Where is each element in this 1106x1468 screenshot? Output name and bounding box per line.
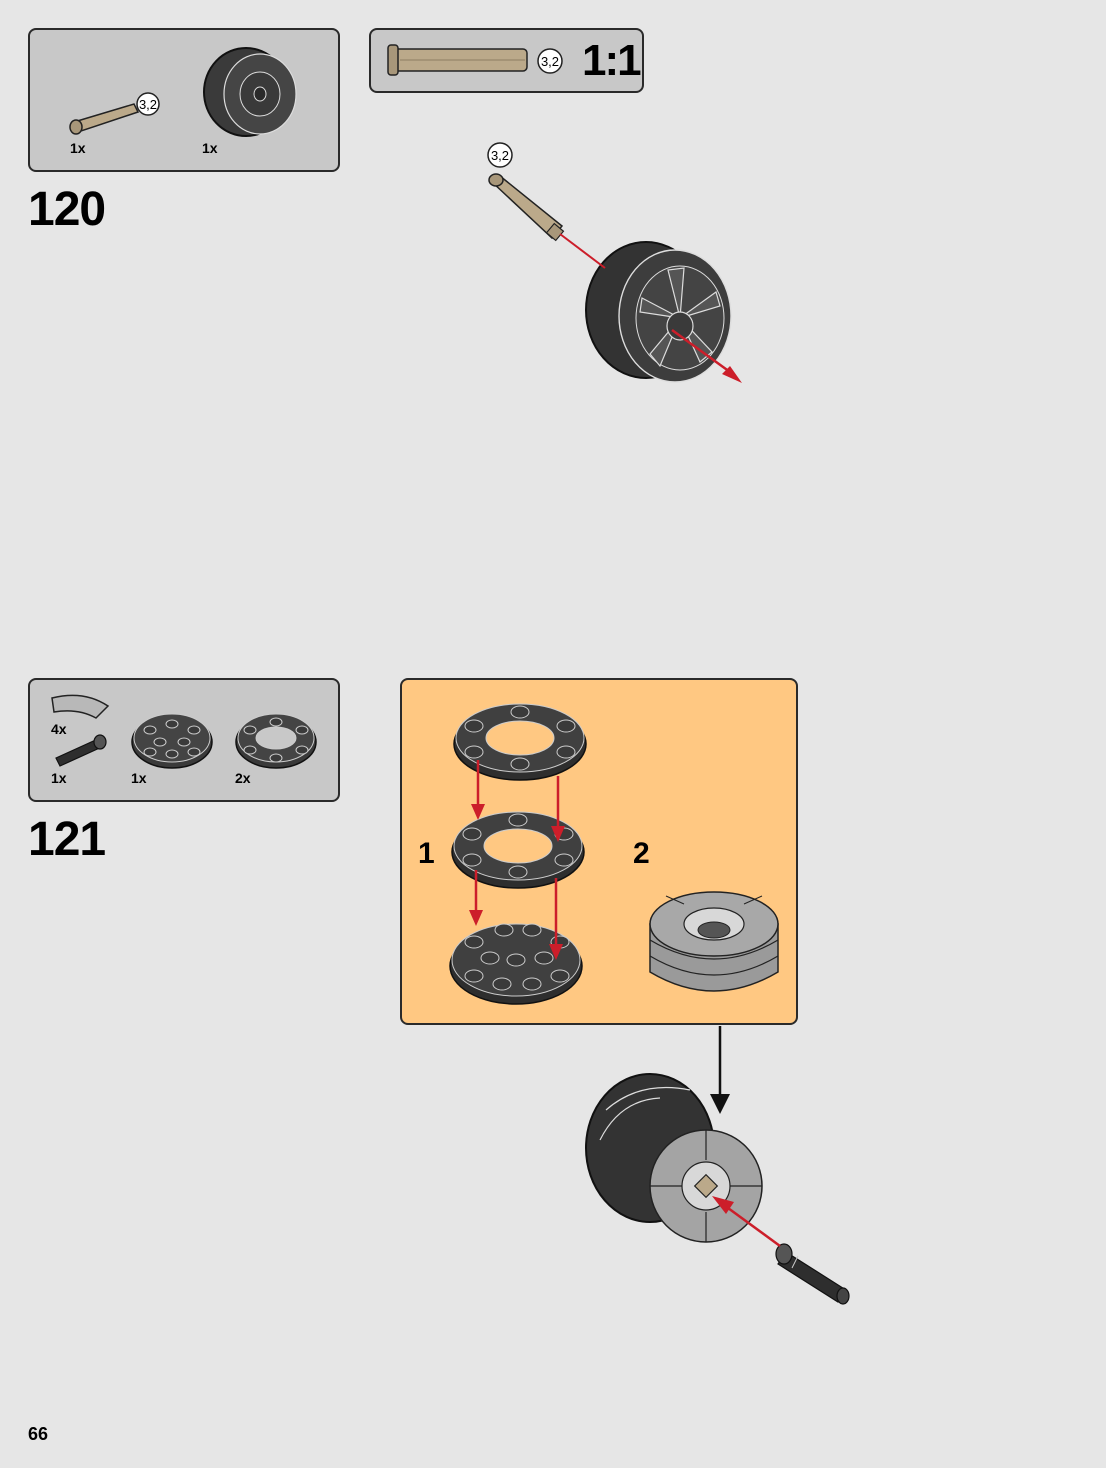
scale-badge: 3,2 [537, 48, 563, 74]
svg-text:3,2: 3,2 [139, 97, 157, 112]
substep-1-bottom-round-plate [449, 923, 583, 1005]
substep-1-top-ring-plate [453, 703, 587, 781]
svg-text:3,2: 3,2 [541, 54, 559, 69]
callout-axle-pin [55, 734, 107, 767]
part-qty-rim: 1x [202, 140, 218, 156]
page-number: 66 [28, 1424, 49, 1444]
main-axle-badge [487, 142, 513, 168]
part-qty-axle: 1x [70, 140, 86, 156]
part-qty-round-plate: 1x [131, 770, 147, 786]
svg-text:3,2: 3,2 [491, 148, 509, 163]
part-qty-axle-pin: 1x [51, 770, 67, 786]
part-qty-curved-tile: 4x [51, 721, 67, 737]
final-wheel-assembly [585, 1073, 763, 1243]
callout-round-plate [131, 713, 213, 769]
callout-axle-part [69, 103, 140, 135]
final-axle-pin [775, 1243, 850, 1305]
callout-wheel-rim [203, 47, 297, 137]
substep-1-arrows [469, 760, 565, 960]
substep-number-2: 2 [633, 837, 650, 870]
main-wheel-rim [585, 241, 732, 383]
step-number-121: 121 [28, 813, 106, 866]
insertion-arrow-121 [712, 1196, 781, 1248]
substep-2-tire-assembly [649, 891, 779, 992]
scale-axle-part [387, 44, 528, 76]
insertion-arrow-120 [559, 233, 742, 383]
scale-ratio: 1:1 [582, 36, 642, 85]
callout-axle-badge: 3,2 [136, 92, 160, 116]
connector-arrow [710, 1026, 730, 1114]
callout-ring-plate [235, 713, 317, 769]
callout-curved-tile [51, 694, 110, 719]
main-axle-part: 3,2 [487, 142, 565, 242]
step-number-120: 120 [28, 183, 106, 236]
substep-1-middle-ring-plate [451, 811, 585, 889]
substep-number-1: 1 [418, 837, 435, 870]
part-qty-ring-plate: 2x [235, 770, 251, 786]
